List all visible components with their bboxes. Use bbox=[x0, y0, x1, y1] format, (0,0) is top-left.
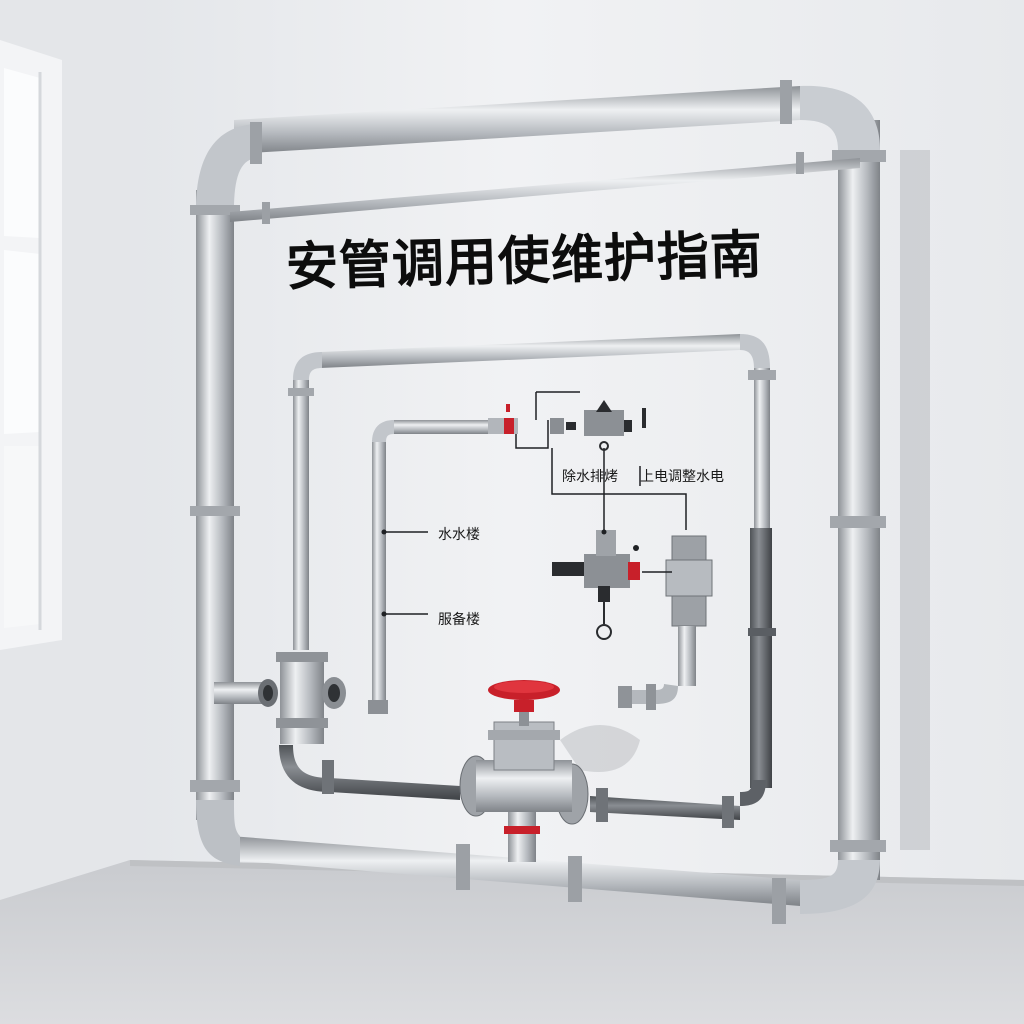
inner-pipe-frame bbox=[288, 334, 776, 788]
schematic-symbols bbox=[381, 400, 646, 640]
pump-elbow bbox=[618, 535, 713, 710]
window bbox=[0, 40, 62, 650]
pipe-shadows bbox=[560, 150, 930, 850]
guide-title: 安管调用使维护指南 bbox=[285, 225, 764, 298]
label-left-upper: 水水楼 bbox=[438, 527, 480, 543]
outer-pipe-frame bbox=[190, 80, 886, 924]
label-left-lower: 服备楼 bbox=[438, 612, 480, 628]
label-power: 上电调整水电 bbox=[640, 469, 724, 485]
schematic-diagram bbox=[384, 391, 687, 615]
main-valve-assembly bbox=[279, 680, 766, 862]
tee-fitting bbox=[214, 652, 346, 744]
label-drain: 除水排烤 bbox=[562, 469, 618, 485]
